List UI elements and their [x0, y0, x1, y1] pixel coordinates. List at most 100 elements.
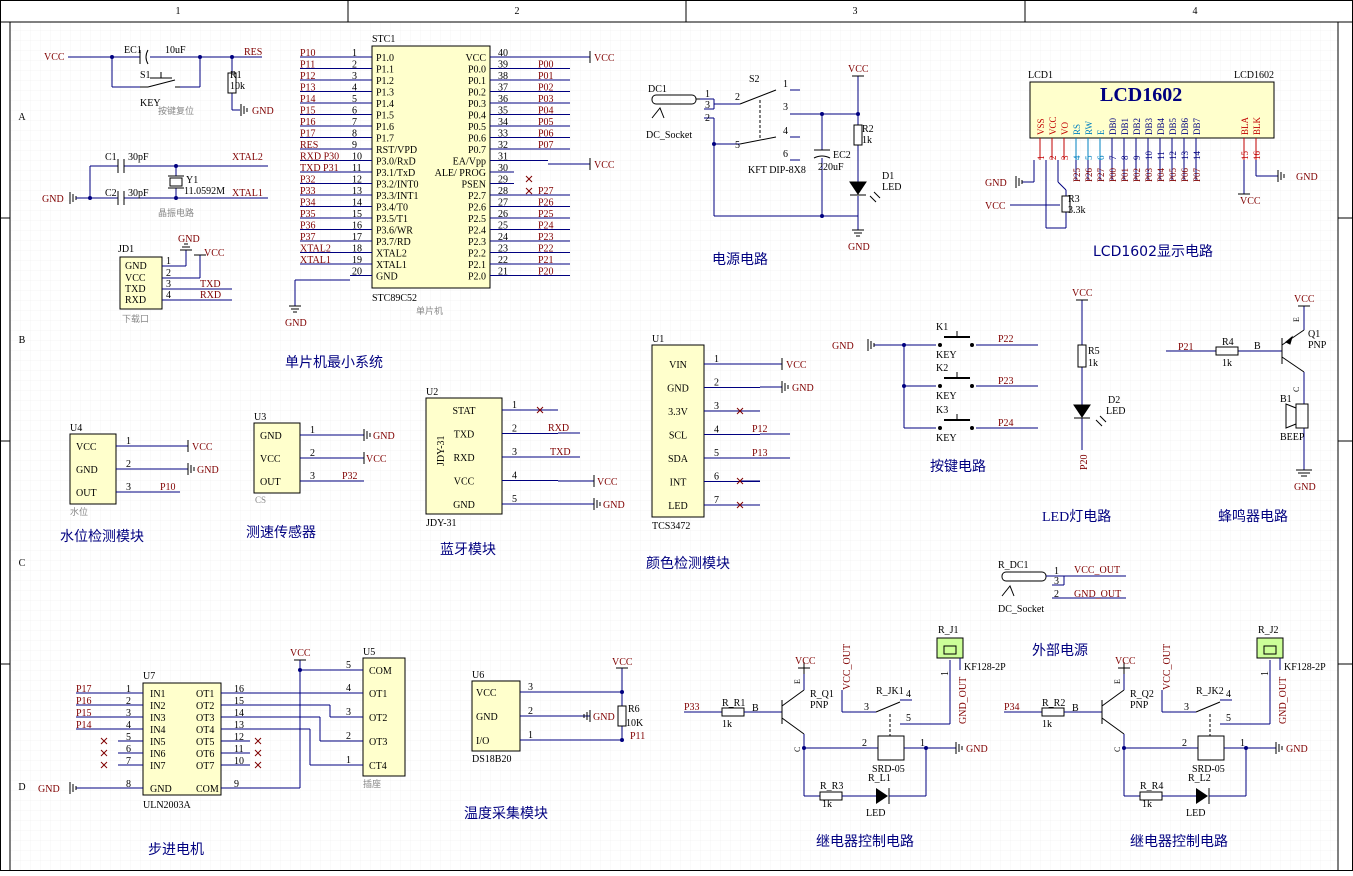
u7-in-num: 1	[126, 684, 131, 695]
u7-in-num: 8	[126, 779, 131, 790]
mcu-left-net: RES	[300, 140, 318, 151]
no-connect	[100, 761, 108, 769]
s2-pin: 3	[783, 102, 788, 113]
reset-caption: 按键复位	[158, 105, 194, 117]
mcu-left-net: P32	[300, 175, 316, 186]
key-net: P22	[998, 334, 1014, 345]
net-vcc: VCC	[848, 64, 869, 75]
k3-key: KEY	[936, 433, 957, 444]
ec1-ref: EC1	[124, 45, 142, 56]
mcu-right-net: P00	[538, 60, 554, 71]
net-vcc: VCC	[597, 477, 618, 488]
mcu-pin-num: 37	[498, 83, 508, 94]
relay-vcc-out: VCC_OUT	[842, 644, 853, 690]
lcd-pin-num: 8	[1120, 155, 1130, 160]
block-title-buzzer: 蜂鸣器电路	[1218, 508, 1288, 525]
mcu-pin-name: XTAL2	[376, 249, 407, 260]
ec1-value: 10uF	[165, 45, 186, 56]
relay-r3-ref: R_R3	[820, 781, 843, 792]
u7-in-num: 5	[126, 732, 131, 743]
mcu-pin-name: GND	[376, 272, 398, 283]
mcu-left-net: P34	[300, 198, 316, 209]
u6-pin-num: 3	[528, 682, 533, 693]
junction	[802, 746, 806, 750]
q1-collector: C	[1292, 387, 1301, 392]
u2-part: JDY-31	[426, 518, 457, 529]
k3-ref: K3	[936, 405, 948, 416]
lcd-pin-net: P04	[1156, 167, 1166, 182]
u1-pin-num: 1	[714, 354, 719, 365]
lcd1602: LCD1 LCD1602 LCD1602 VSS1VCC2VO3RS4P25RW…	[985, 70, 1318, 229]
mcu-right-net: P22	[538, 244, 554, 255]
u7-out-pin: COM	[196, 784, 219, 795]
lcd-pin-name: DB2	[1132, 118, 1142, 135]
mcu-pin-num: 17	[352, 232, 362, 243]
no-connect	[254, 749, 262, 757]
mcu-pin-name: P0.2	[468, 88, 486, 99]
q1-ref: Q1	[1308, 329, 1320, 340]
mcu-pin-name: P1.3	[376, 88, 394, 99]
lcd-pin-name: E	[1096, 129, 1106, 135]
lcd-pin-num: 3	[1060, 155, 1070, 160]
mcu-pin-name: P0.6	[468, 134, 486, 145]
u5-pin-name: CT4	[369, 761, 387, 772]
k2-key: KEY	[936, 391, 957, 402]
lcd-pin-name: RS	[1072, 124, 1082, 135]
block-title-speed: 测速传感器	[246, 524, 316, 541]
block-title-temp: 温度采集模块	[464, 805, 548, 822]
u5-pin-num: 3	[346, 707, 351, 718]
no-connect	[254, 761, 262, 769]
net-vcc: VCC	[786, 360, 807, 371]
net-vcc: VCC	[44, 52, 65, 63]
q1-base: B	[1254, 341, 1261, 352]
lcd-pin-num: 2	[1048, 156, 1058, 161]
relay-q-value: PNP	[810, 700, 829, 711]
dc1-pin: 2	[705, 113, 710, 124]
u2-pin-name: RXD	[453, 453, 474, 464]
mcu-pin-name: P0.4	[468, 111, 486, 122]
mcu-pin-name: P0.5	[468, 122, 486, 133]
net-xtal1: XTAL1	[232, 188, 263, 199]
u6-ref: U6	[472, 670, 484, 681]
relay-r1-value: 1k	[722, 719, 732, 730]
lcd-pin-num: 12	[1168, 151, 1178, 160]
relay-q-collector: C	[1113, 747, 1122, 752]
u4-pin-num: 2	[126, 459, 131, 470]
u7-part: ULN2003A	[143, 800, 192, 811]
mcu-pin-num: 18	[352, 244, 362, 255]
lcd-part: LCD1602	[1234, 70, 1274, 81]
r4-ref: R4	[1222, 337, 1234, 348]
mcu-pin-num: 34	[498, 117, 508, 128]
u1-pin-name: SCL	[669, 431, 687, 442]
u7-out-num: 9	[234, 779, 239, 790]
mcu-left-net: TXD P31	[300, 163, 339, 174]
u4-pin-num: 1	[126, 436, 131, 447]
r5-value: 1k	[1088, 358, 1098, 369]
relay-vcc-out: VCC_OUT	[1162, 644, 1173, 690]
mcu-pin-name: P3.2/INT0	[376, 180, 419, 191]
net-gnd-out: GND_OUT	[1074, 589, 1121, 600]
no-connect	[736, 407, 744, 415]
u1-pin-num: 4	[714, 425, 719, 436]
net-rxd: RXD	[200, 290, 221, 301]
r3-value: 3.3k	[1068, 205, 1086, 216]
relay-pin: 1	[1260, 671, 1271, 676]
u4-pin-num: 3	[126, 482, 131, 493]
ec2-value: 220uF	[818, 162, 844, 173]
lcd-pin-num: 9	[1132, 155, 1142, 160]
mcu-pin-name: P2.5	[468, 214, 486, 225]
mcu-pin-name: P2.2	[468, 249, 486, 260]
no-connect	[100, 749, 108, 757]
lcd-pin-name: DB6	[1180, 117, 1190, 135]
q1-emitter: E	[1292, 317, 1301, 322]
relay-j-ref: R_J1	[938, 625, 959, 636]
y1-ref: Y1	[186, 175, 198, 186]
key-contact	[970, 343, 974, 347]
jd1-pin: VCC	[125, 273, 146, 284]
mcu-pin-name: P0.3	[468, 99, 486, 110]
mcu-pin-num: 3	[352, 71, 357, 82]
mcu-pin-name: P1.4	[376, 99, 394, 110]
